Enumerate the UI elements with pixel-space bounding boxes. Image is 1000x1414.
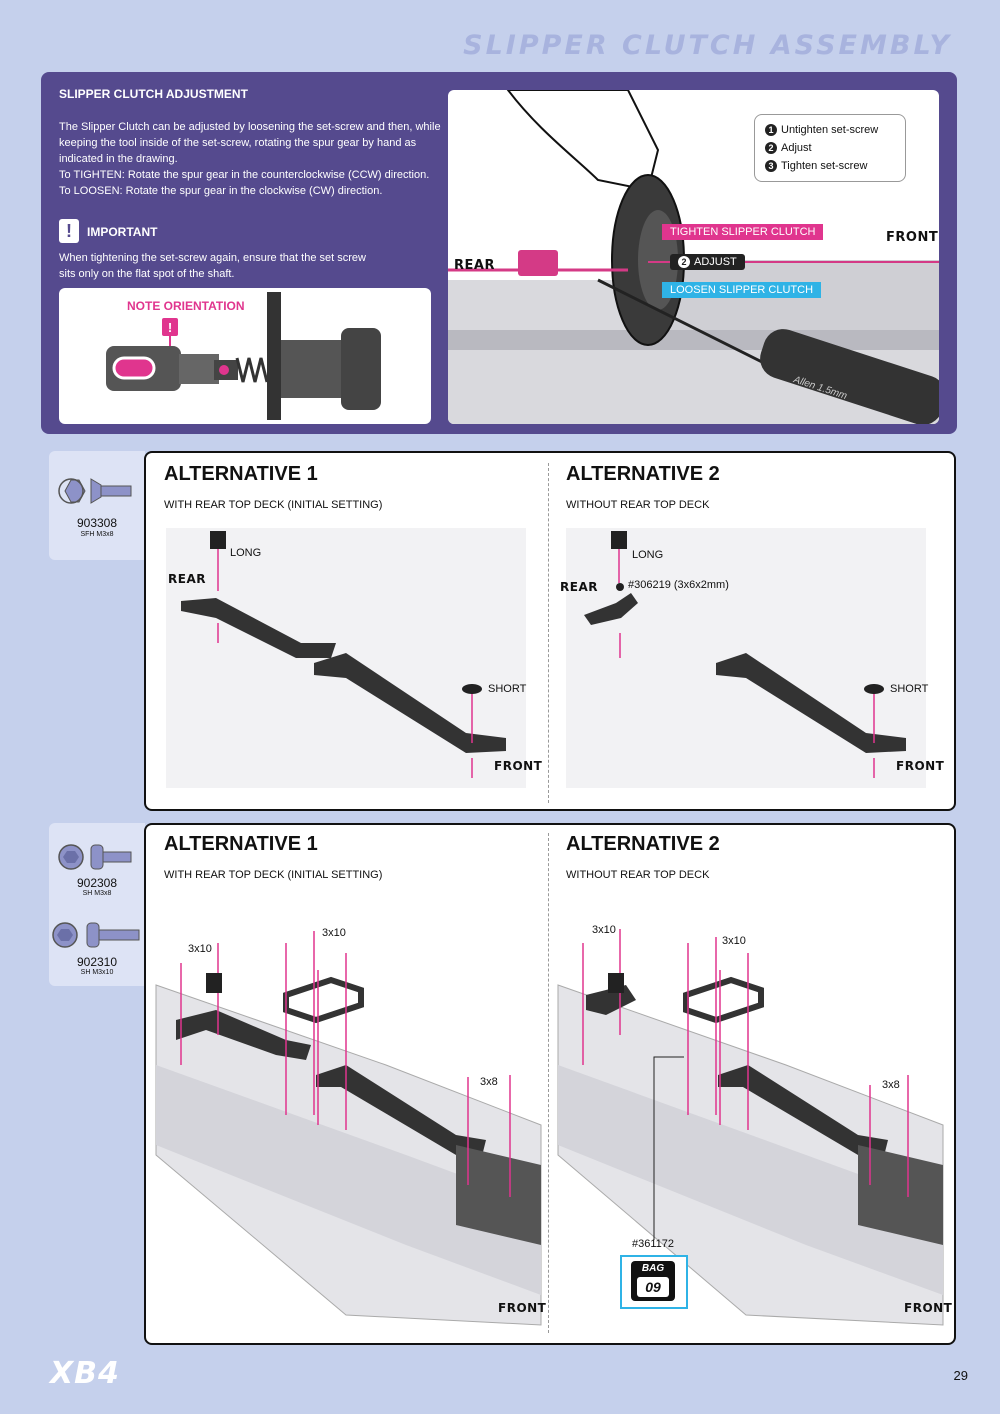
socket-screw-long-icon — [52, 922, 140, 948]
part1-description: SH M3x8 — [82, 890, 112, 897]
svg-text:!: ! — [168, 320, 172, 335]
alt2-rear-label: REAR — [560, 580, 598, 594]
spacer-label: #306219 (3x6x2mm) — [628, 579, 729, 591]
alt1-subtitle: WITH REAR TOP DECK (INITIAL SETTING) — [164, 869, 383, 881]
tighten-tag: TIGHTEN SLIPPER CLUTCH — [662, 224, 824, 240]
bag-icon: BAG 09 — [631, 1261, 675, 1301]
alt2-screw-3x8: 3x8 — [882, 1079, 900, 1091]
tighten-instruction: To TIGHTEN: Rotate the spur gear in the … — [59, 169, 430, 181]
alt2-front-label: FRONT — [896, 759, 945, 773]
loosen-instruction: To LOOSEN: Rotate the spur gear in the c… — [59, 185, 383, 197]
adjustment-heading: SLIPPER CLUTCH ADJUSTMENT — [59, 87, 248, 101]
alt1-front-label: FRONT — [498, 1301, 547, 1315]
alt2-short-label: SHORT — [890, 683, 929, 695]
part-number: 903308 — [76, 516, 118, 530]
xb4-logo: XB4 — [50, 1356, 120, 1391]
part-card-903308: 903308 SFH M3x8 — [49, 451, 145, 560]
alt1-screw-3x10-b: 3x10 — [322, 927, 346, 939]
alt1-title: ALTERNATIVE 1 — [164, 463, 318, 485]
important-icon: ! — [59, 219, 79, 243]
important-text: When tightening the set-screw again, ens… — [59, 252, 366, 280]
page-title: SLIPPER CLUTCH ASSEMBLY — [463, 30, 952, 61]
step-3-text: Tighten set-screw — [781, 160, 868, 172]
adjustment-paragraph: The Slipper Clutch can be adjusted by lo… — [59, 121, 441, 165]
alt1-title: ALTERNATIVE 1 — [164, 833, 318, 855]
bag-label: BAG — [641, 1263, 665, 1274]
column-divider — [548, 833, 549, 1333]
important-label: IMPORTANT — [87, 225, 158, 239]
chassis-step-box: ALTERNATIVE 1 WITH REAR TOP DECK (INITIA… — [144, 823, 956, 1345]
alt2-subtitle: WITHOUT REAR TOP DECK — [566, 869, 710, 881]
alt2-title: ALTERNATIVE 2 — [566, 833, 720, 855]
alt2-front-label: FRONT — [904, 1301, 953, 1315]
page-number: 29 — [953, 1368, 968, 1383]
alt1-front-label: FRONT — [494, 759, 543, 773]
part1-number: 902308 — [76, 876, 118, 890]
step-2-number: 2 — [765, 142, 777, 155]
front-label: FRONT — [886, 230, 939, 245]
slipper-adjustment-panel: SLIPPER CLUTCH ADJUSTMENT The Slipper Cl… — [41, 72, 957, 434]
loosen-tag: LOOSEN SLIPPER CLUTCH — [662, 282, 822, 298]
bag-part-number: #361172 — [632, 1238, 675, 1250]
part2-number: 902310 — [76, 955, 118, 969]
step-3: 3 Tighten set-screw — [765, 157, 895, 175]
alt1-short-label: SHORT — [488, 683, 527, 695]
alt2-title: ALTERNATIVE 2 — [566, 463, 720, 485]
alt1-screw-3x8: 3x8 — [480, 1076, 498, 1088]
step-1: 1 Untighten set-screw — [765, 121, 895, 139]
part-card-902308-902310: 902308 SH M3x8 902310 SH M3x10 — [49, 823, 145, 986]
orientation-figure: NOTE ORIENTATION ! — [59, 288, 431, 424]
note-orientation-label: NOTE ORIENTATION — [127, 299, 245, 313]
alt1-long-label: LONG — [230, 547, 262, 559]
step-1-text: Untighten set-screw — [781, 124, 879, 136]
step-2: 2 Adjust — [765, 139, 895, 157]
step-1-number: 1 — [765, 124, 777, 137]
adjust-text: ADJUST — [694, 256, 737, 268]
alt2-long-label: LONG — [632, 549, 664, 561]
bag-number: 09 — [637, 1277, 669, 1297]
part-description: SFH M3x8 — [80, 531, 114, 538]
deck-diagram — [166, 528, 926, 788]
countersunk-screw-icon — [58, 478, 132, 504]
part2-description: SH M3x10 — [80, 969, 114, 976]
step-2-text: Adjust — [781, 142, 812, 154]
alt2-screw-3x10-a: 3x10 — [592, 924, 616, 936]
bag-box: BAG 09 — [620, 1255, 688, 1309]
alt1-rear-label: REAR — [168, 572, 206, 586]
alt2-screw-3x10-b: 3x10 — [722, 935, 746, 947]
chassis-diagram — [155, 929, 944, 1326]
step-3-number: 3 — [765, 160, 777, 173]
adjust-tag: 2 ADJUST — [670, 254, 745, 271]
rear-label: REAR — [454, 258, 495, 273]
shaft-diagram: ! — [106, 292, 381, 420]
alt1-screw-3x10-a: 3x10 — [188, 943, 212, 955]
adjust-number: 2 — [678, 256, 690, 269]
column-divider — [548, 463, 549, 803]
alt1-subtitle: WITH REAR TOP DECK (INITIAL SETTING) — [164, 499, 383, 511]
socket-screw-icon — [58, 844, 132, 870]
alt2-subtitle: WITHOUT REAR TOP DECK — [566, 499, 710, 511]
deck-step-box: ALTERNATIVE 1 WITH REAR TOP DECK (INITIA… — [144, 451, 956, 811]
steps-callout: 1 Untighten set-screw 2 Adjust 3 Tighten se… — [754, 114, 906, 182]
